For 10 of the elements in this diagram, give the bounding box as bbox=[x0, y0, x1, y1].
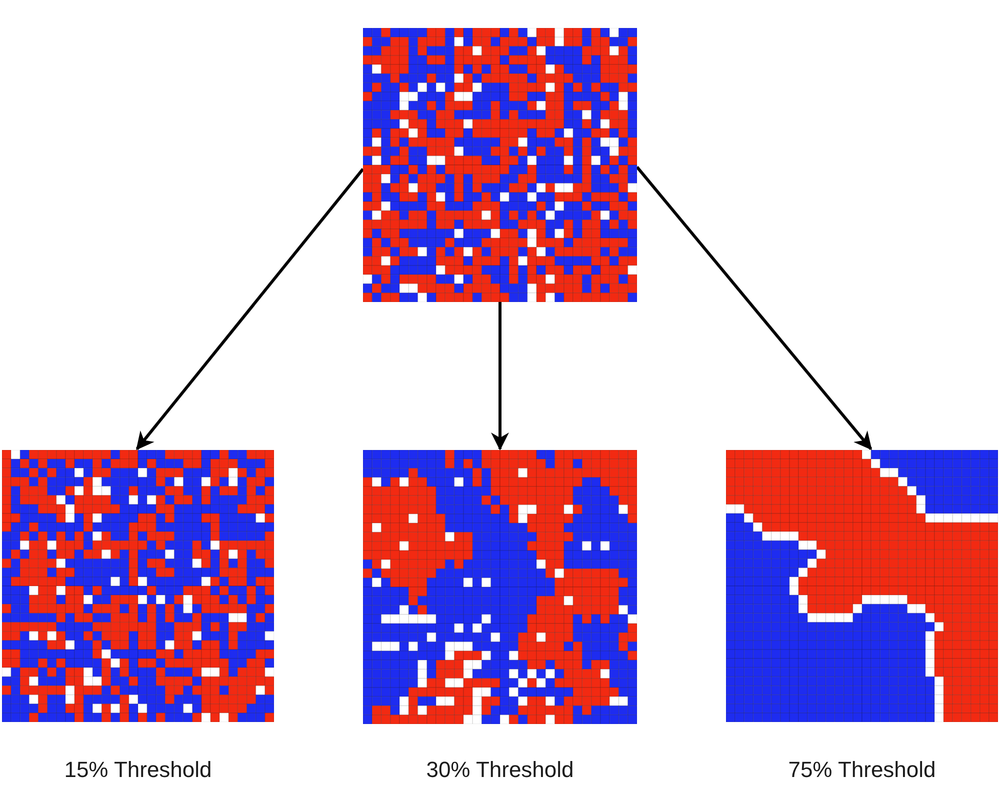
cell-grid-picture bbox=[2, 450, 274, 722]
arrow bbox=[491, 302, 509, 450]
node-label: 30% Threshold bbox=[426, 756, 574, 784]
cell-grid-picture bbox=[363, 28, 637, 302]
arrow bbox=[136, 168, 364, 450]
cell-grid-picture bbox=[363, 450, 637, 724]
arrow bbox=[636, 166, 872, 450]
node-label: 75% Threshold bbox=[788, 756, 936, 784]
cell-grid-picture bbox=[726, 450, 998, 722]
node-label: 15% Threshold bbox=[64, 756, 212, 784]
